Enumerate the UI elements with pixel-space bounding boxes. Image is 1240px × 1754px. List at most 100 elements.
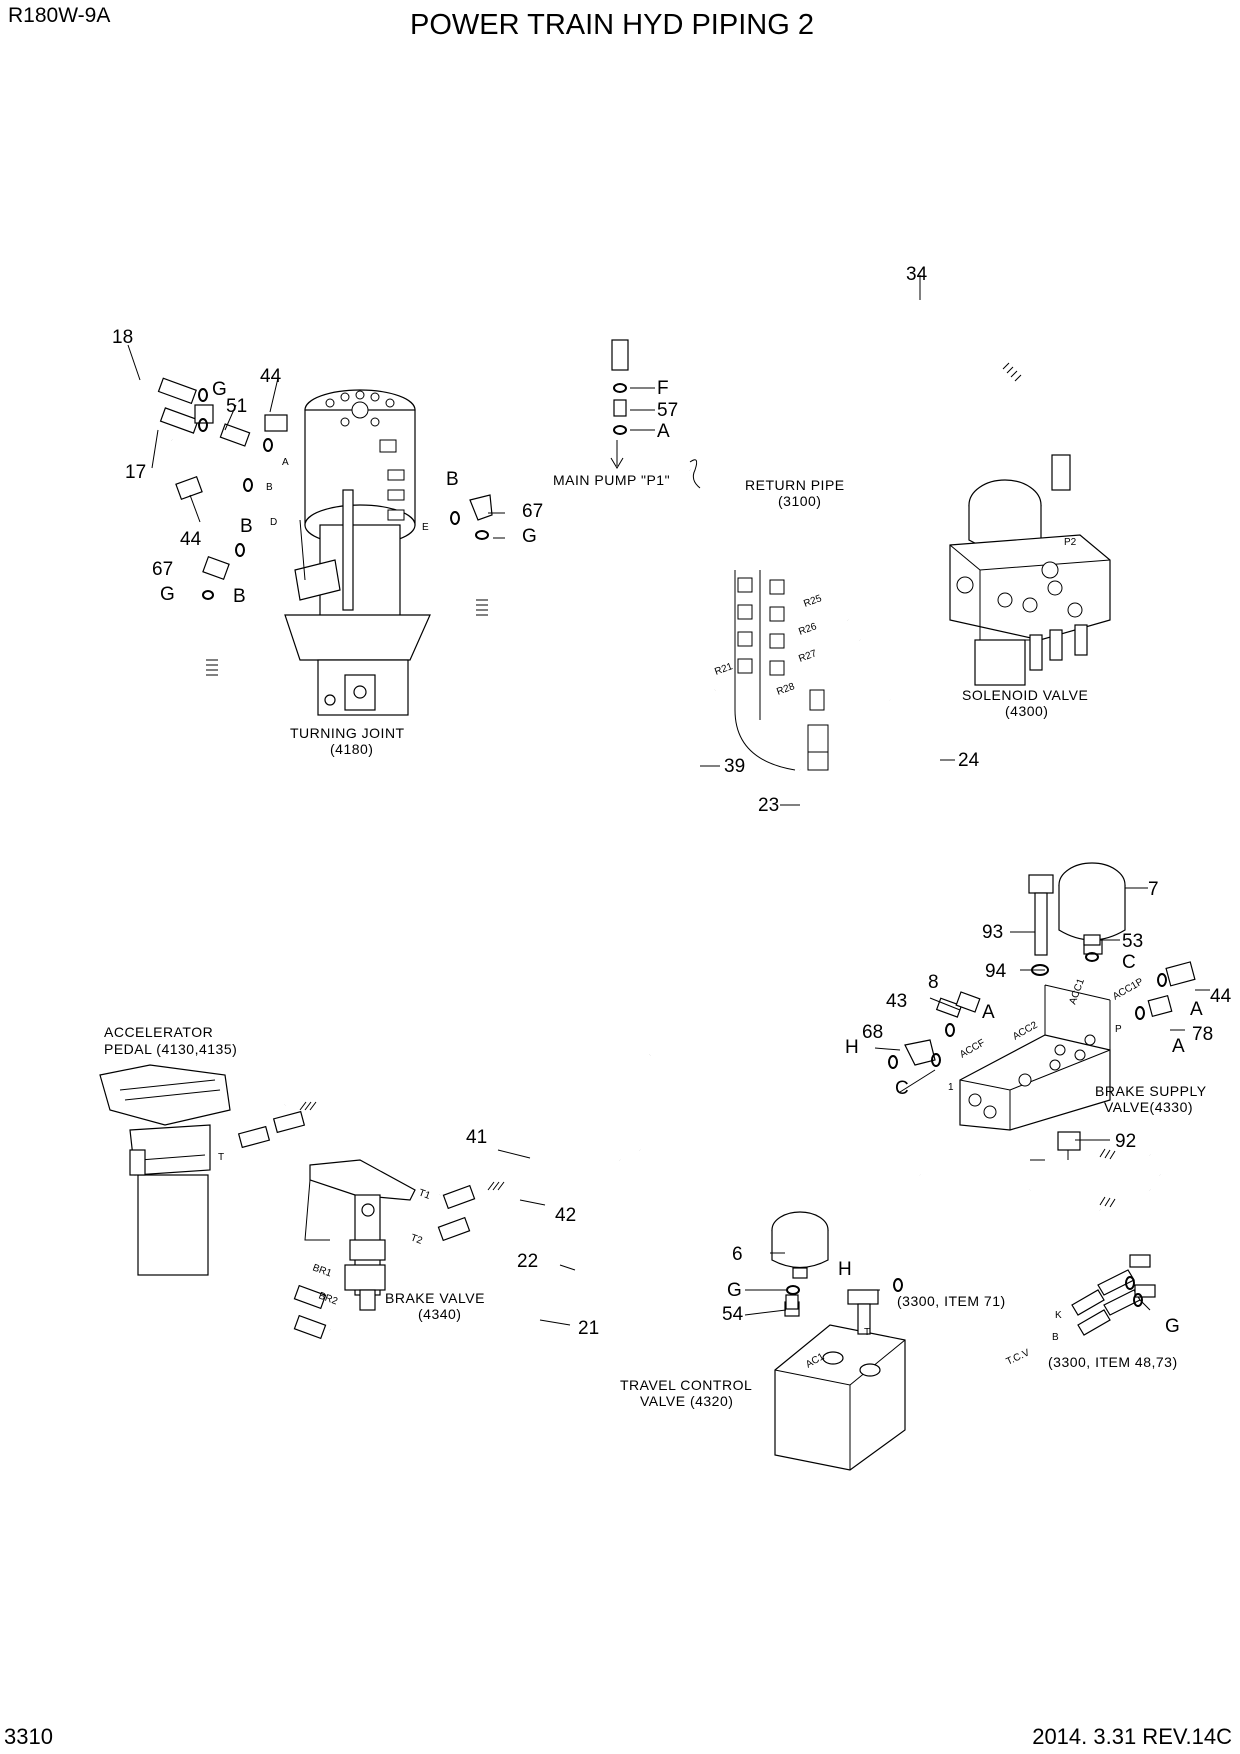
callout-21: 21 xyxy=(578,1318,599,1339)
callout-g-left: G xyxy=(160,584,175,605)
callout-42: 42 xyxy=(555,1205,576,1226)
callout-f: F xyxy=(657,378,669,399)
label-ref-3300-item4873: (3300, ITEM 48,73) xyxy=(1048,1354,1178,1370)
callout-67-right: 67 xyxy=(522,501,543,522)
callout-8: 8 xyxy=(928,972,939,993)
callout-43: 43 xyxy=(886,991,907,1012)
callout-g-tcv: G xyxy=(727,1280,742,1301)
hoses xyxy=(63,225,1162,1348)
fittings-orings xyxy=(157,339,1196,1340)
callout-a-43: A xyxy=(982,1002,995,1023)
return-pipe-manifold xyxy=(689,459,829,771)
callouts: 18 17 51 44 44 G B 67 G B 67 G B 34 F 57… xyxy=(112,264,1232,1339)
main-pump-arrow xyxy=(610,444,624,469)
callout-44-top: 44 xyxy=(260,366,282,387)
label-brake-supply-valve: BRAKE SUPPLY xyxy=(1095,1083,1207,1099)
label-return-pipe: RETURN PIPE xyxy=(745,477,845,493)
callout-44-right: 44 xyxy=(1210,986,1232,1007)
label-travel-control-valve: TRAVEL CONTROL xyxy=(620,1377,752,1393)
solenoid-valve xyxy=(949,454,1111,686)
label-accelerator-pedal: ACCELERATOR xyxy=(104,1024,213,1040)
tcv-fittings xyxy=(1071,1254,1156,1336)
port-tcv: T.C.V xyxy=(1005,1347,1032,1367)
port-r26: R26 xyxy=(797,621,818,638)
accelerator-pedal xyxy=(99,1064,231,1276)
port-t: T xyxy=(864,1327,870,1338)
port-a: A xyxy=(282,457,289,468)
callout-34: 34 xyxy=(906,264,928,285)
callout-67-left: 67 xyxy=(152,559,173,580)
port-t2: T2 xyxy=(409,1232,424,1246)
port-t1: T1 xyxy=(417,1187,432,1201)
port-b-tcv: B xyxy=(1052,1332,1059,1343)
callout-18: 18 xyxy=(112,327,133,348)
component-labels: MAIN PUMP "P1" RETURN PIPE (3100) SOLENO… xyxy=(104,472,1207,1409)
callout-h-bottom: H xyxy=(838,1259,852,1280)
callout-44-left: 44 xyxy=(180,529,202,550)
callout-7: 7 xyxy=(1148,879,1159,900)
callout-39: 39 xyxy=(724,756,745,777)
callout-a-pump: A xyxy=(657,421,670,442)
label-ref-3300-item71: (3300, ITEM 71) xyxy=(897,1293,1006,1309)
label-main-pump: MAIN PUMP "P1" xyxy=(553,472,670,488)
travel-control-valve xyxy=(771,1211,906,1471)
callout-22: 22 xyxy=(517,1251,538,1272)
brake-valve xyxy=(304,1159,416,1311)
callout-c-top: C xyxy=(1122,952,1136,973)
callout-93: 93 xyxy=(982,922,1003,943)
port-accf: ACCF xyxy=(958,1037,987,1060)
port-r28: R28 xyxy=(775,681,796,698)
page-title: POWER TRAIN HYD PIPING 2 xyxy=(410,9,814,41)
label-accelerator-pedal-ref: PEDAL (4130,4135) xyxy=(104,1041,237,1057)
callout-24: 24 xyxy=(958,750,980,771)
label-return-pipe-ref: (3100) xyxy=(778,493,821,509)
callout-c-bottom: C xyxy=(895,1078,909,1099)
label-travel-control-valve-ref: VALVE (4320) xyxy=(640,1393,733,1409)
port-br1: BR1 xyxy=(311,1262,333,1279)
label-turning-joint-ref: (4180) xyxy=(330,741,373,757)
callout-b-left: B xyxy=(240,516,253,537)
callout-a-right-top: A xyxy=(1190,999,1203,1020)
callout-23: 23 xyxy=(758,795,779,816)
callout-17: 17 xyxy=(125,462,146,483)
label-brake-valve: BRAKE VALVE xyxy=(385,1290,485,1306)
callout-g-right: G xyxy=(522,526,537,547)
port-t-accel: T xyxy=(218,1152,224,1163)
port-r27: R27 xyxy=(797,648,818,665)
callout-6: 6 xyxy=(732,1244,743,1265)
label-turning-joint: TURNING JOINT xyxy=(290,725,405,741)
port-acc1p: ACC1P xyxy=(1111,976,1146,1002)
port-p: P xyxy=(1115,1024,1122,1035)
callout-h-top: H xyxy=(845,1037,859,1058)
label-brake-valve-ref: (4340) xyxy=(418,1306,461,1322)
port-r21: R21 xyxy=(713,661,734,678)
callout-78: 78 xyxy=(1192,1024,1213,1045)
callout-54: 54 xyxy=(722,1304,744,1325)
port-d: D xyxy=(270,517,277,528)
port-acc2: ACC2 xyxy=(1011,1020,1040,1043)
callout-94: 94 xyxy=(985,961,1007,982)
label-solenoid-valve: SOLENOID VALVE xyxy=(962,687,1088,703)
callout-53: 53 xyxy=(1122,931,1143,952)
callout-b-right: B xyxy=(446,469,459,490)
callout-41: 41 xyxy=(466,1127,487,1148)
port-e: E xyxy=(422,522,429,533)
port-p2: P2 xyxy=(1064,537,1077,548)
callout-a-78: A xyxy=(1172,1036,1185,1057)
port-r25: R25 xyxy=(802,593,823,610)
label-solenoid-valve-ref: (4300) xyxy=(1005,703,1048,719)
port-1: 1 xyxy=(948,1082,954,1093)
port-acc1: ACC1 xyxy=(1067,977,1087,1006)
callout-92: 92 xyxy=(1115,1131,1136,1152)
revision-date: 2014. 3.31 REV.14C xyxy=(1032,1724,1232,1749)
callout-57: 57 xyxy=(657,400,678,421)
callout-g-right-bottom: G xyxy=(1165,1316,1180,1337)
port-k: K xyxy=(1055,1310,1062,1321)
callout-b-lower: B xyxy=(233,586,246,607)
callout-g-top: G xyxy=(212,379,227,400)
callout-51: 51 xyxy=(226,396,247,417)
turning-joint xyxy=(284,389,431,716)
model-name: R180W-9A xyxy=(8,4,110,27)
label-brake-supply-valve-ref: VALVE(4330) xyxy=(1104,1099,1193,1115)
